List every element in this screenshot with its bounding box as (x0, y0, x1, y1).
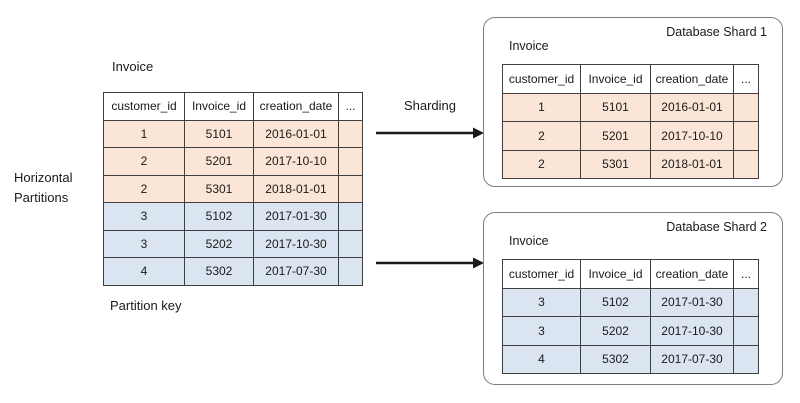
cell: 3 (502, 316, 581, 346)
cell: 5202 (580, 316, 651, 346)
ellipsis-cell (338, 119, 363, 148)
cell: 2017-01-30 (650, 287, 734, 317)
partition-key-label: Partition key (110, 298, 182, 313)
table-row: 3 5102 2017-01-30 (502, 287, 759, 317)
shard2-invoice-table: customer_id Invoice_id creation_date ...… (502, 259, 759, 374)
ellipsis-cell (338, 147, 363, 176)
sharding-arrow-bottom (376, 257, 484, 269)
cell: 5302 (184, 257, 254, 286)
cell: 2017-10-30 (253, 229, 339, 258)
cell: 2016-01-01 (253, 119, 339, 148)
table-row: 2 5301 2018-01-01 (502, 149, 759, 179)
column-header-ellipsis: ... (733, 64, 759, 94)
shard2-table-title: Invoice (509, 234, 549, 248)
cell: 2018-01-01 (253, 174, 339, 203)
main-invoice-table: customer_id Invoice_id creation_date ...… (103, 92, 363, 286)
ellipsis-cell (338, 174, 363, 203)
column-header-creation-date: creation_date (650, 259, 734, 289)
horizontal-partitions-label: Horizontal Partitions (14, 168, 73, 208)
cell: 2016-01-01 (650, 92, 734, 122)
ellipsis-cell (338, 229, 363, 258)
column-header-customer-id: customer_id (103, 92, 185, 121)
cell: 1 (502, 92, 581, 122)
column-header-customer-id: customer_id (502, 64, 581, 94)
ellipsis-cell (733, 316, 759, 346)
ellipsis-cell (733, 121, 759, 151)
cell: 2018-01-01 (650, 149, 734, 179)
column-header-customer-id: customer_id (502, 259, 581, 289)
cell: 2 (502, 149, 581, 179)
column-header-ellipsis: ... (338, 92, 363, 121)
table-row: 3 5202 2017-10-30 (502, 316, 759, 346)
table-row: 2 5201 2017-10-10 (103, 147, 363, 176)
cell: 5102 (184, 202, 254, 231)
sharding-arrow-top (376, 127, 484, 139)
sharding-label: Sharding (403, 98, 457, 113)
cell: 5201 (184, 147, 254, 176)
horizontal-partitions-line2: Partitions (14, 190, 69, 205)
cell: 5302 (580, 344, 651, 374)
column-header-ellipsis: ... (733, 259, 759, 289)
cell: 2 (103, 174, 185, 203)
column-header-creation-date: creation_date (253, 92, 339, 121)
shard2-box: Database Shard 2 Invoice customer_id Inv… (483, 212, 783, 385)
cell: 2 (103, 147, 185, 176)
cell: 5201 (580, 121, 651, 151)
cell: 1 (103, 119, 185, 148)
cell: 3 (502, 287, 581, 317)
cell: 2017-07-30 (650, 344, 734, 374)
cell: 3 (103, 202, 185, 231)
table-row: 4 5302 2017-07-30 (502, 344, 759, 374)
column-header-invoice-id: Invoice_id (580, 64, 651, 94)
ellipsis-cell (733, 92, 759, 122)
cell: 4 (103, 257, 185, 286)
table-row: 1 5101 2016-01-01 (502, 92, 759, 122)
cell: 5301 (184, 174, 254, 203)
column-header-creation-date: creation_date (650, 64, 734, 94)
horizontal-partitions-line1: Horizontal (14, 170, 73, 185)
cell: 2017-10-10 (253, 147, 339, 176)
main-table-title: Invoice (112, 59, 154, 74)
ellipsis-cell (338, 202, 363, 231)
table-row: 3 5102 2017-01-30 (103, 202, 363, 231)
cell: 5301 (580, 149, 651, 179)
shard1-invoice-table: customer_id Invoice_id creation_date ...… (502, 64, 759, 179)
ellipsis-cell (338, 257, 363, 286)
cell: 2017-10-10 (650, 121, 734, 151)
table-row: 1 5101 2016-01-01 (103, 119, 363, 148)
table-row: 2 5301 2018-01-01 (103, 174, 363, 203)
cell: 2017-01-30 (253, 202, 339, 231)
cell: 2 (502, 121, 581, 151)
column-header-invoice-id: Invoice_id (184, 92, 254, 121)
table-row: 3 5202 2017-10-30 (103, 229, 363, 258)
cell: 4 (502, 344, 581, 374)
shard1-table-title: Invoice (509, 39, 549, 53)
shard2-title: Database Shard 2 (666, 220, 767, 234)
ellipsis-cell (733, 287, 759, 317)
cell: 5102 (580, 287, 651, 317)
cell: 5101 (580, 92, 651, 122)
cell: 3 (103, 229, 185, 258)
table-row: 4 5302 2017-07-30 (103, 257, 363, 286)
header-row: customer_id Invoice_id creation_date ... (103, 92, 363, 121)
cell: 5101 (184, 119, 254, 148)
header-row: customer_id Invoice_id creation_date ... (502, 64, 759, 94)
cell: 2017-07-30 (253, 257, 339, 286)
shard1-title: Database Shard 1 (666, 25, 767, 39)
cell: 2017-10-30 (650, 316, 734, 346)
cell: 5202 (184, 229, 254, 258)
ellipsis-cell (733, 344, 759, 374)
table-row: 2 5201 2017-10-10 (502, 121, 759, 151)
column-header-invoice-id: Invoice_id (580, 259, 651, 289)
shard1-box: Database Shard 1 Invoice customer_id Inv… (483, 17, 783, 187)
header-row: customer_id Invoice_id creation_date ... (502, 259, 759, 289)
ellipsis-cell (733, 149, 759, 179)
